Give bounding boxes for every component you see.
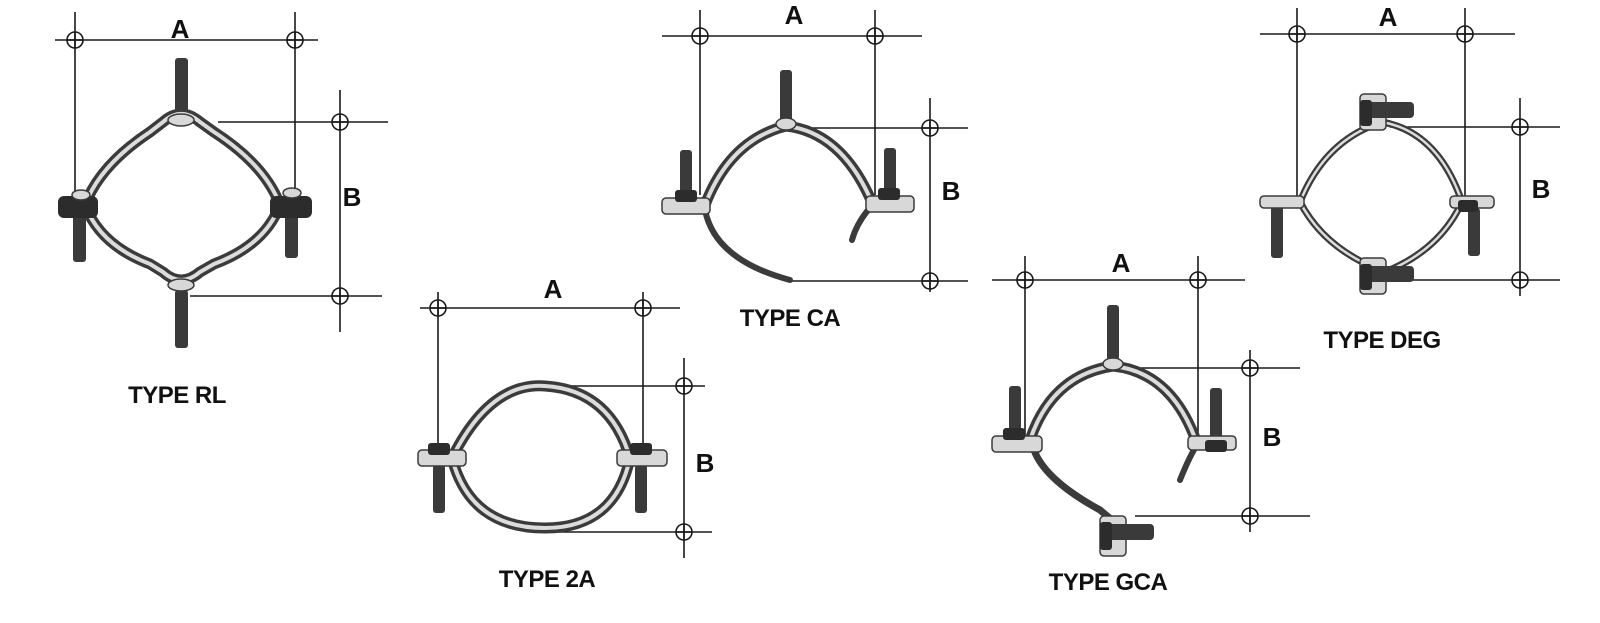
- dimension-lines-ca: [662, 10, 968, 292]
- dimension-b-label: B: [343, 182, 362, 212]
- dimension-a-label: A: [1379, 2, 1398, 32]
- dimension-lines-deg: [1260, 8, 1560, 296]
- clamp-drawing-ca: [661, 70, 915, 283]
- clamp-drawing-gca: [991, 305, 1237, 557]
- dimension-a-label: A: [171, 14, 190, 44]
- dimension-a-label: A: [785, 0, 804, 30]
- dimension-b-label: B: [1263, 422, 1282, 452]
- type-label-gca: TYPE GCA: [1049, 569, 1168, 596]
- dimension-lines-gca: [992, 256, 1310, 532]
- figure-type-deg: A B TYPE DEG: [1259, 2, 1560, 354]
- dimension-b-label: B: [942, 176, 961, 206]
- clamp-drawing-deg: [1259, 93, 1495, 295]
- figure-type-rl: A B TYPE RL: [55, 12, 388, 409]
- dimension-a-label: A: [544, 274, 563, 304]
- type-label-deg: TYPE DEG: [1323, 327, 1440, 354]
- dimension-a-label: A: [1112, 248, 1131, 278]
- dimension-b-label: B: [1532, 174, 1551, 204]
- dimension-lines-2a: [420, 292, 712, 558]
- clamp-drawing-2a: [417, 380, 668, 534]
- figure-type-ca: A B TYPE CA: [661, 0, 968, 332]
- clamp-drawing-rl: [58, 58, 312, 348]
- type-label-rl: TYPE RL: [128, 382, 226, 409]
- dimension-b-label: B: [696, 448, 715, 478]
- figure-type-gca: A B TYPE GCA: [991, 248, 1310, 596]
- dimension-lines-rl: [55, 12, 388, 332]
- type-label-ca: TYPE CA: [740, 305, 841, 332]
- figure-type-2a: A B TYPE 2A: [417, 274, 715, 593]
- type-label-2a: TYPE 2A: [499, 566, 596, 593]
